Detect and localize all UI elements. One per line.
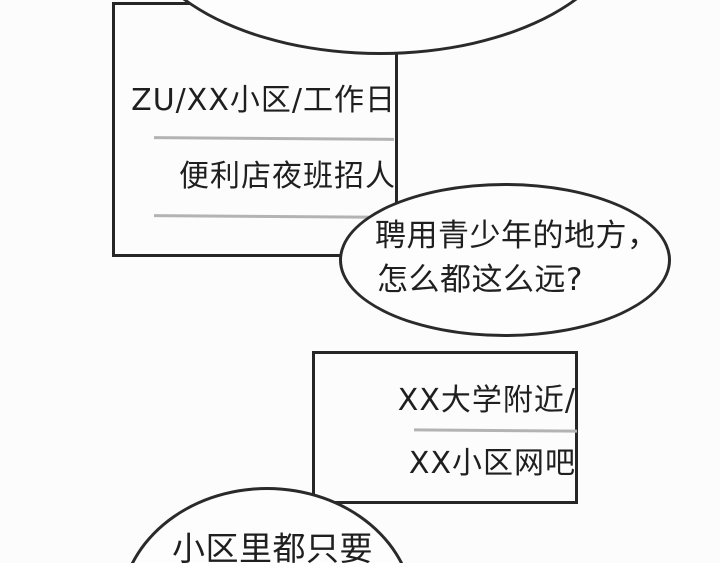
speech-bubble-middle-line-2: 怎么都这么远? <box>377 262 583 298</box>
sign-board-2 <box>312 351 578 504</box>
speech-bubble-middle: 聘用青少年的地方， 怎么都这么远? <box>339 183 671 337</box>
sign-board-1-line-2: 便利店夜班招人 <box>179 159 396 194</box>
speech-bubble-bottom-line-1: 小区里都只要 <box>172 529 373 563</box>
sign-board-1-line-1: ZU/XX小区/工作日 <box>131 83 396 118</box>
sign-board-2-line-1: XX大学附近/ <box>397 383 576 418</box>
speech-bubble-middle-line-1: 聘用青少年的地方， <box>375 218 659 254</box>
sign-board-2-line-2: XX小区网吧 <box>408 446 576 481</box>
